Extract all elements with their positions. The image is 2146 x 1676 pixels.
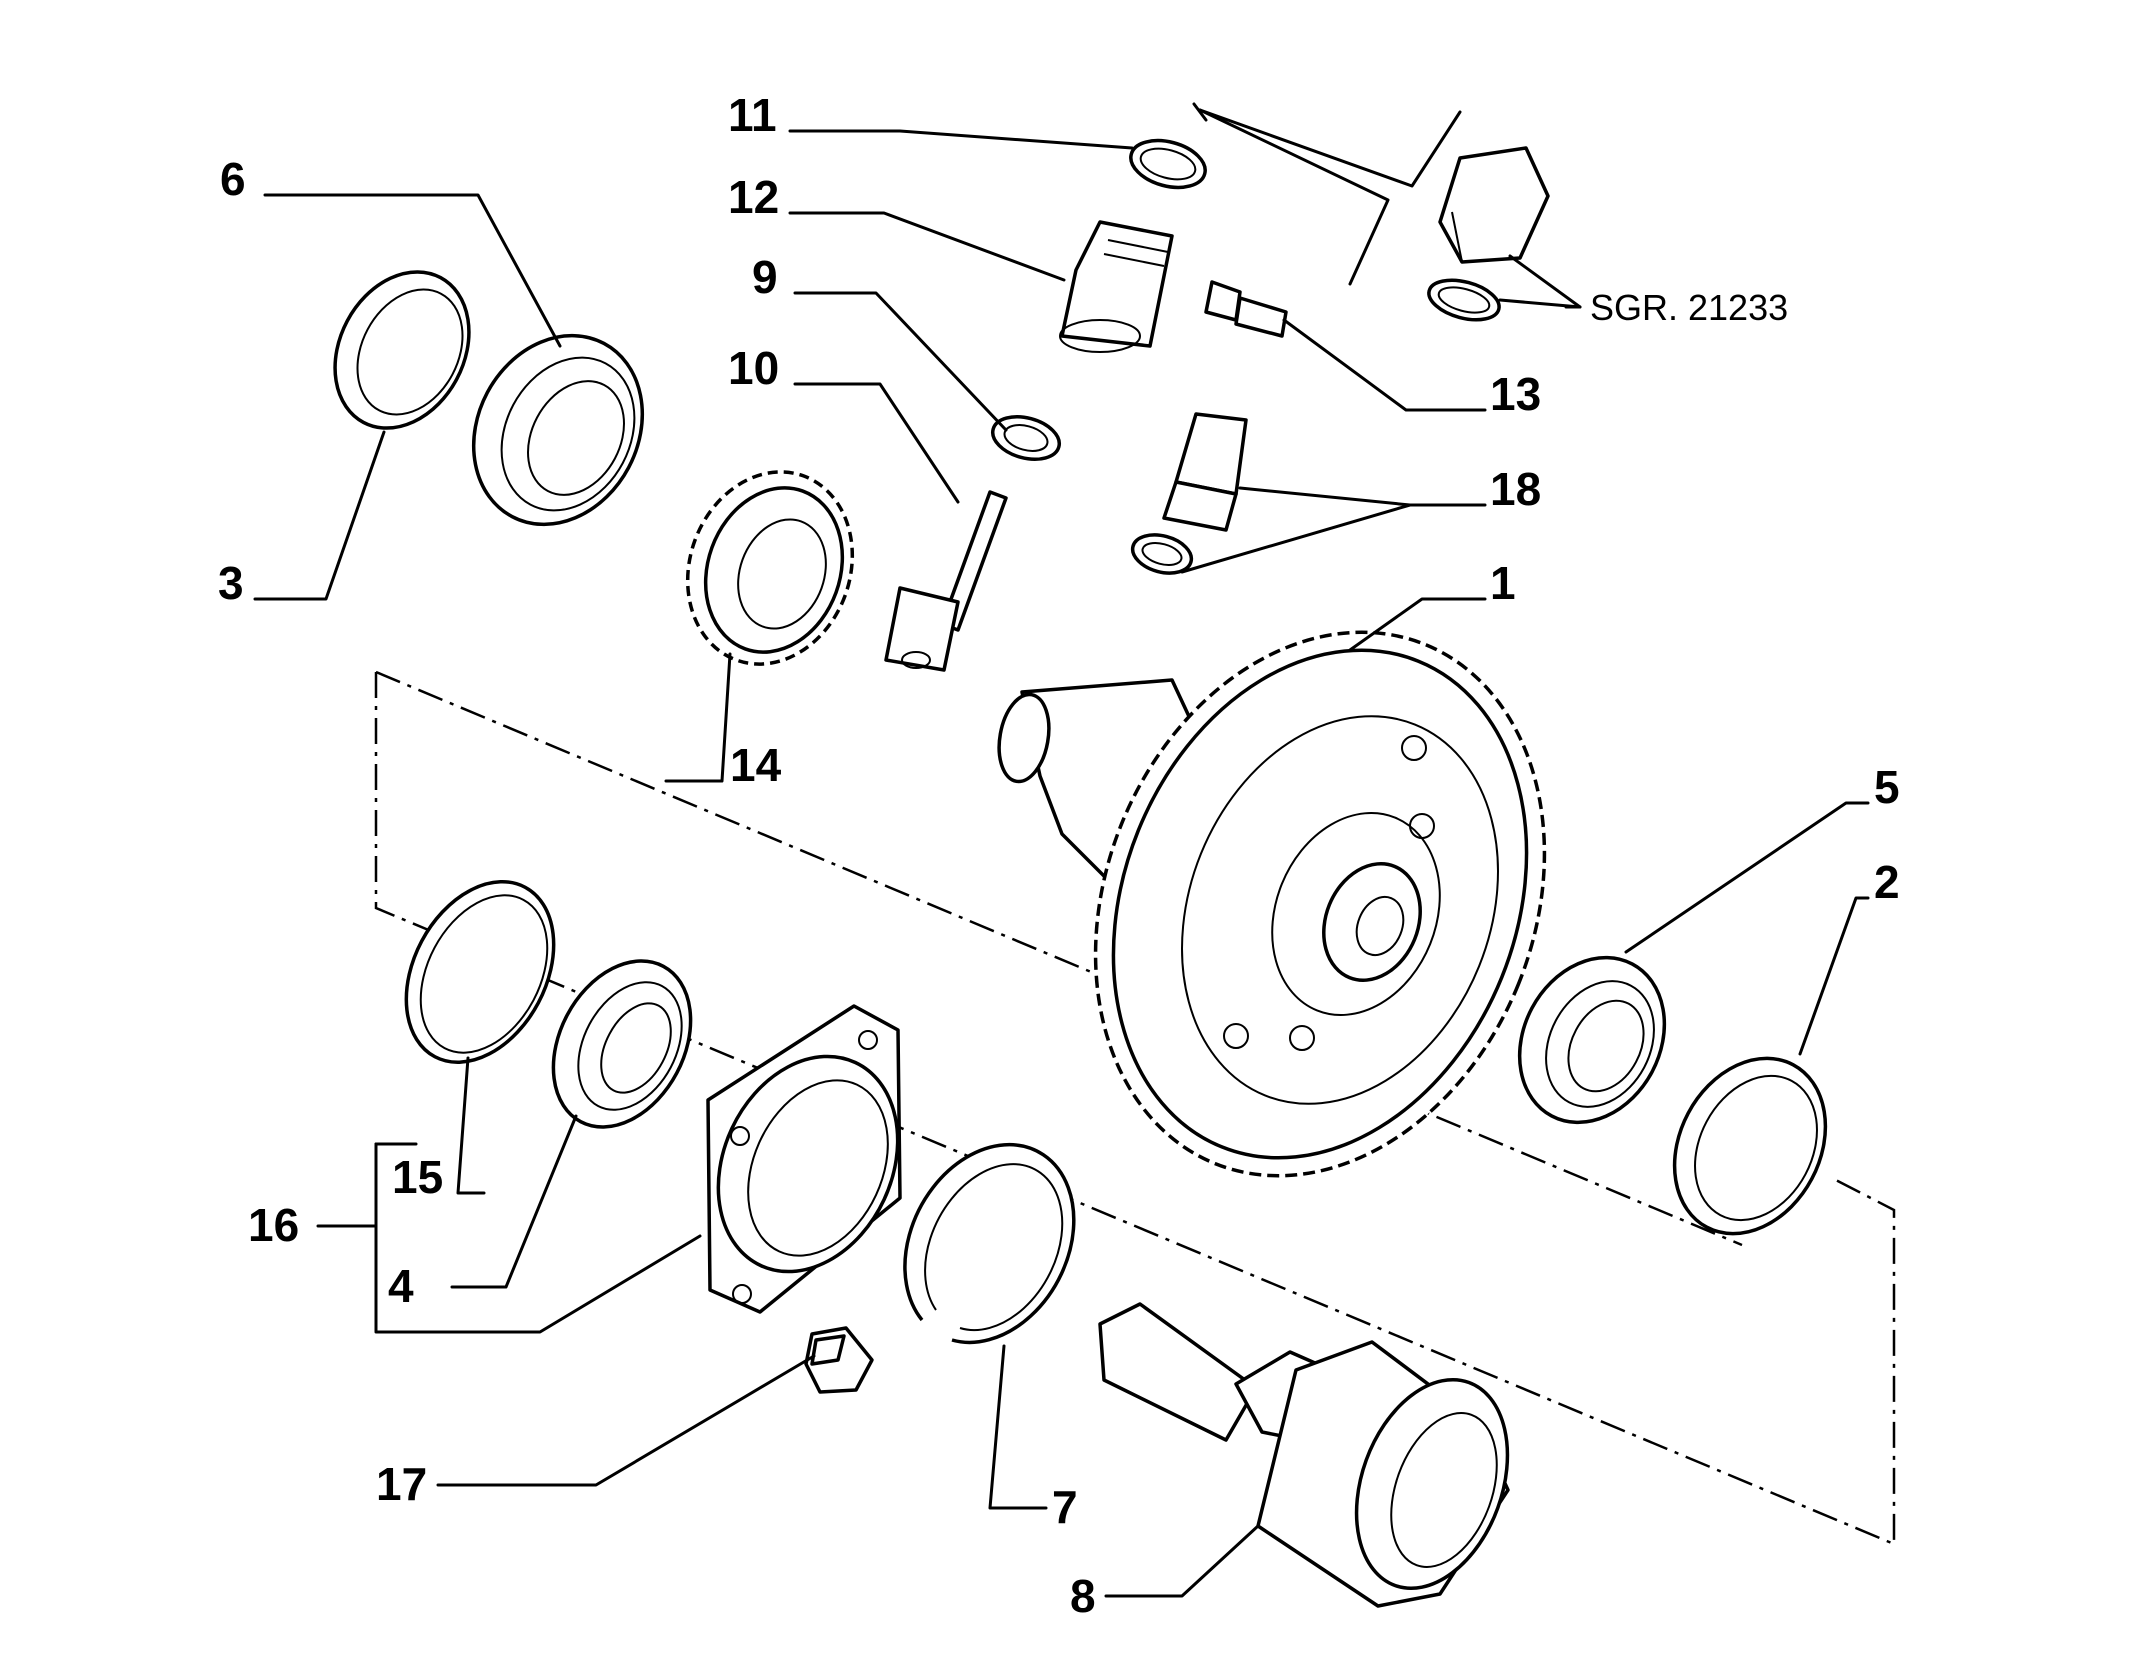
part-14-gear	[685, 470, 855, 666]
callout-11: 11	[728, 89, 777, 141]
part-11-o-ring	[1129, 138, 1207, 190]
assembly-boundary-dashed	[374, 670, 1896, 1546]
part-1-differential	[997, 630, 1547, 1178]
callout-12: 12	[728, 171, 779, 223]
callout-9: 9	[752, 251, 778, 303]
callout-14: 14	[730, 739, 782, 791]
special-tool-hex	[1427, 146, 1550, 322]
part-10-pinion-shaft	[884, 490, 1008, 672]
part-15-shim	[404, 880, 556, 1064]
callout-7: 7	[1052, 1481, 1078, 1533]
part-17-bolt	[804, 1326, 874, 1394]
callout-18: 18	[1490, 463, 1541, 515]
callout-10: 10	[728, 342, 779, 394]
callout-5: 5	[1874, 761, 1900, 813]
callout-3: 3	[218, 557, 244, 609]
callout-2: 2	[1874, 856, 1900, 908]
part-9-small-seal	[991, 415, 1061, 461]
callout-16: 16	[248, 1199, 299, 1251]
callouts: 11 12 9 10 6 3 13 18 1 5 2 14 15 16 4 17…	[218, 89, 1900, 1622]
leader-lines	[253, 102, 1870, 1598]
part-12-bushing	[1059, 220, 1174, 353]
callout-4: 4	[388, 1260, 414, 1312]
part-8-drive-joint	[1098, 1302, 1510, 1608]
callout-17: 17	[376, 1458, 427, 1510]
callout-6: 6	[220, 153, 246, 205]
callout-8: 8	[1070, 1570, 1096, 1622]
part-16-flange	[706, 1004, 902, 1314]
part-7-circlip	[903, 1142, 1076, 1345]
part-4-bearing	[551, 959, 693, 1129]
part-2-oil-seal	[1672, 1056, 1828, 1236]
reference-code: SGR. 21233	[1590, 287, 1788, 328]
part-3-oil-seal	[333, 270, 471, 430]
callout-1: 1	[1490, 557, 1516, 609]
part-5-bearing	[1517, 955, 1667, 1125]
part-13-plug	[1204, 280, 1288, 338]
part-18-sensor	[1130, 412, 1248, 575]
part-6-roller-bearing	[471, 333, 645, 527]
callout-13: 13	[1490, 368, 1541, 420]
callout-15: 15	[392, 1151, 443, 1203]
